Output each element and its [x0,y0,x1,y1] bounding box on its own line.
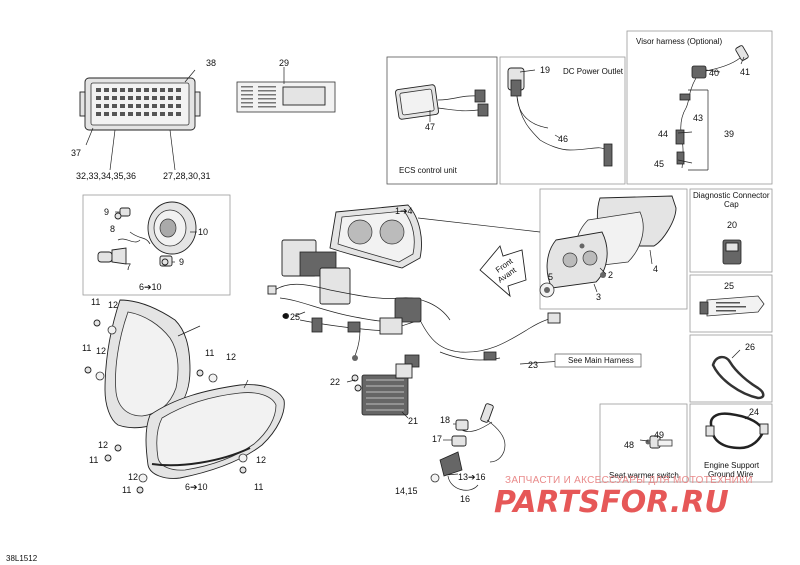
strap-illustration [711,355,765,400]
callout-46: 46 [558,134,568,144]
engine-caption-line2: Ground Wire [708,470,754,479]
control-module-illustration [79,77,201,131]
callout-32-36: 32,33,34,35,36 [76,171,136,181]
callout-9-top: 9 [104,207,109,217]
callout-11-d: 11 [89,455,98,465]
engine-caption-line1: Engine Support [704,461,760,470]
part-26-inset-box [689,334,773,403]
callout-12-d: 12 [98,440,108,450]
callout-45: 45 [654,159,664,169]
diagram-code: 38L1512 [6,554,38,563]
callout-27-31: 27,28,30,31 [163,171,211,181]
callout-25: 25 [290,312,300,322]
visor-caption: Visor harness (Optional) [636,37,722,46]
callout-11-b: 11 [82,343,91,353]
callout-40: 40 [709,68,719,78]
watermark-logo: PARTSFOR.RU [494,485,729,520]
callout-8: 8 [110,224,115,234]
headlight-lens-illustration [145,384,285,479]
ground-wire-illustration [705,412,769,450]
callout-37: 37 [71,148,81,158]
engine-ground-inset-box [689,403,773,483]
callout-12-f: 12 [256,455,266,465]
callout-47: 47 [425,122,435,132]
callout-1-4: 1➔4 [395,206,413,216]
callout-49: 49 [654,430,664,440]
callout-17: 17 [432,434,442,444]
headlight-housing-illustration [104,299,191,429]
callout-23: 23 [528,360,538,370]
diagnostic-caption-line1: Diagnostic Connector [693,191,770,200]
callout-22: 22 [330,377,340,387]
callout-12-c: 12 [226,352,236,362]
callout-29: 29 [279,58,289,68]
diagnostic-cap-inset-box [689,188,773,273]
callout-26: 26 [745,342,755,352]
central-harness-illustration [267,239,561,368]
visor-harness-illustration [675,45,749,169]
callout-2: 2 [608,270,613,280]
callout-16: 16 [460,494,470,504]
seat-warmer-caption: Seat warmer switch [609,471,679,480]
instrument-cluster-illustration [329,204,422,269]
cluster-exploded-illustration [539,195,677,298]
callout-9-bottom: 9 [179,257,184,267]
callout-18: 18 [440,415,450,425]
label-sheet-illustration [236,81,336,113]
callout-6-10-bottom: 6➔10 [185,482,208,492]
callout-12-e: 12 [128,472,138,482]
callout-10: 10 [198,227,208,237]
callout-12-a: 12 [108,300,118,310]
callout-11-a: 11 [91,297,100,307]
callout-11-c: 11 [205,348,214,358]
ecs-inset-box [386,56,498,185]
callout-6-10-top: 6➔10 [139,282,162,292]
seat-warmer-harness-illustration [430,403,506,491]
dc-power-outlet-illustration [507,67,613,167]
callout-38: 38 [206,58,216,68]
visor-inset-box [626,30,773,185]
callout-39: 39 [724,129,734,139]
ecs-caption: ECS control unit [399,166,458,175]
headlamp-assembly-illustration [97,201,197,267]
grease-tube-illustration [699,295,765,317]
callout-20: 20 [727,220,737,230]
captions: ECS control unit DC Power Outlet Visor h… [6,37,770,563]
callout-43: 43 [693,113,703,123]
callout-5: 5 [548,272,553,282]
diagnostic-cap-illustration [722,239,742,265]
callout-24: 24 [749,407,759,417]
main-harness-caption: See Main Harness [568,356,634,365]
callout-11-e: 11 [122,485,131,495]
callout-44: 44 [658,129,668,139]
callout-48: 48 [624,440,634,450]
callout-4: 4 [653,264,658,274]
callout-13-16: 13➔16 [458,472,486,482]
watermark: ЗАПЧАСТИ И АКСЕССУАРЫ ДЛЯ МОТОТЕХНИКИ PA… [494,475,753,520]
front-direction-arrow: Front Avant [479,245,527,298]
main-harness-box [554,353,642,368]
watermark-tagline: ЗАПЧАСТИ И АКСЕССУАРЫ ДЛЯ МОТОТЕХНИКИ [505,475,753,486]
callout-14-15: 14,15 [395,486,418,496]
callout-41: 41 [740,67,750,77]
callout-19: 19 [540,65,550,75]
callout-3: 3 [596,292,601,302]
callouts: 38 37 32,33,34,35,36 27,28,30,31 29 47 1… [71,58,759,504]
callout-25-inset: 25 [724,281,734,291]
regulator-illustration [351,363,413,416]
diagnostic-caption-line2: Cap [724,200,739,209]
seat-warmer-inset-box [599,403,688,483]
callout-11-f: 11 [254,482,263,492]
seat-warmer-switch-illustration [645,435,673,449]
callout-21: 21 [408,416,418,426]
dc-power-caption: DC Power Outlet [563,67,624,76]
callout-12-b: 12 [96,346,106,356]
ecs-control-unit-illustration [395,84,489,120]
callout-7: 7 [126,262,131,272]
